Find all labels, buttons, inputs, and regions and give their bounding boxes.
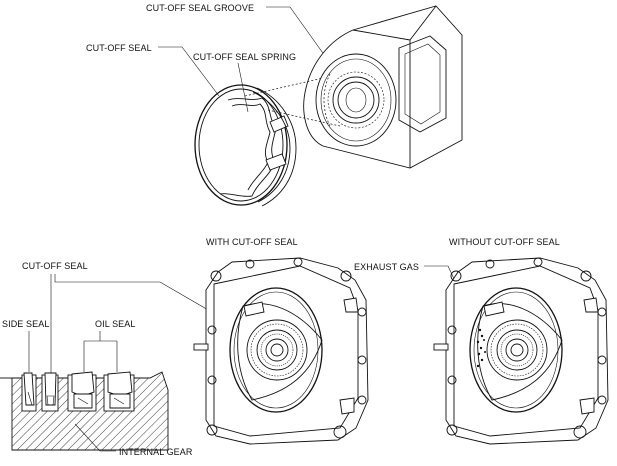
label-exhaust-gas: EXHAUST GAS [354,262,419,272]
exhaust-gas-dots [476,328,486,368]
label-internal-gear: INTERNAL GEAR [119,447,193,457]
label-oil-seal: OIL SEAL [95,319,136,329]
label-cutoff-seal-bottom: CUT-OFF SEAL [22,261,88,271]
rotor-housing-illustration [303,5,463,169]
label-without-cutoff-seal: WITHOUT CUT-OFF SEAL [449,237,560,247]
label-cutoff-seal-groove: CUT-OFF SEAL GROOVE [146,3,254,13]
label-cutoff-seal-top: CUT-OFF SEAL [86,43,152,53]
label-side-seal: SIDE SEAL [2,319,49,329]
housing-without-cutoff-seal [433,257,609,445]
seal-cross-section [0,371,169,451]
label-with-cutoff-seal: WITH CUT-OFF SEAL [206,237,298,247]
label-cutoff-seal-spring: CUT-OFF SEAL SPRING [193,52,296,62]
cutoff-seal-ring [194,84,297,207]
housing-with-cutoff-seal [193,257,369,445]
alignment-line-top [244,77,324,97]
